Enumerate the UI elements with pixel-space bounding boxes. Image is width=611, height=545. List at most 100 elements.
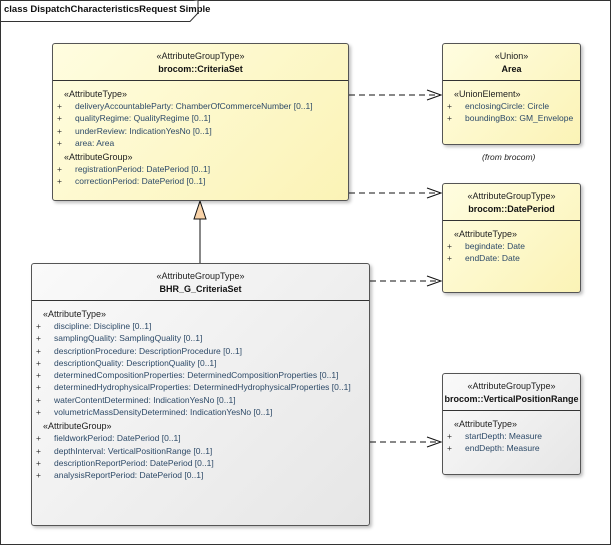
class-header: «AttributeGroupType» BHR_G_CriteriaSet [32, 264, 369, 301]
visibility-public: + [36, 433, 41, 444]
attribute-text: determinedHydrophysicalProperties: Deter… [54, 382, 351, 393]
attribute-text: descriptionReportPeriod: DatePeriod [0..… [54, 457, 214, 468]
visibility-public: + [57, 125, 62, 136]
visibility-public: + [36, 321, 41, 331]
attribute[interactable]: +boundingBox: GM_Envelope [443, 112, 580, 124]
section-stereotype: «AttributeType» [454, 229, 518, 239]
arrowhead-icon [426, 89, 443, 101]
attribute-text: qualityRegime: QualityRegime [0..1] [75, 113, 211, 124]
attribute-text: begindate: Date [465, 241, 526, 251]
attribute[interactable]: + startDepth: Measure [443, 430, 580, 442]
class-date-period[interactable]: «AttributeGroupType»brocom::DatePeriod«A… [442, 183, 581, 293]
visibility-public: + [36, 333, 41, 344]
attribute-text: descriptionProcedure: DescriptionProcedu… [54, 345, 243, 356]
class-stereotype: «AttributeGroupType» [156, 51, 245, 61]
attribute[interactable]: + descriptionProcedure: DescriptionProced… [32, 345, 369, 357]
attribute[interactable]: + samplingQuality: SamplingQuality [0..1] [32, 332, 369, 344]
attribute-text: waterContentDetermined: IndicationYesNo … [54, 394, 236, 405]
attribute-text: correctionPeriod: DatePeriod [0..1] [75, 176, 206, 187]
class-stereotype: «Union» [494, 51, 529, 61]
class-name: Area [501, 64, 522, 74]
attribute[interactable]: + fieldworkPeriod: DatePeriod [0..1] [32, 432, 369, 444]
attribute-text: deliveryAccountableParty: ChamberOfComme… [75, 101, 313, 111]
attribute[interactable]: + endDate: Date [443, 252, 580, 264]
attribute-text: analysisReportPeriod: DatePeriod [0..1] [54, 470, 204, 481]
section-stereotype: «AttributeType» [43, 309, 107, 319]
attribute[interactable]: + begindate: Date [443, 240, 580, 252]
visibility-public: + [447, 443, 452, 454]
class-criteria-set[interactable]: «AttributeGroupType»brocom::CriteriaSet«… [52, 43, 349, 201]
attribute[interactable]: + registrationPeriod: DatePeriod [0..1] [53, 163, 348, 175]
class-stereotype: «AttributeGroupType» [467, 381, 556, 391]
visibility-public: + [447, 253, 452, 264]
generalization-triangle-icon [193, 199, 207, 220]
section-stereotype: «AttributeGroup» [43, 421, 112, 432]
attribute[interactable]: + waterContentDetermined: IndicationYesNo… [32, 394, 369, 406]
visibility-public: + [447, 241, 452, 251]
class-name: BHR_G_CriteriaSet [159, 284, 242, 294]
attribute-text: enclosingCircle: Circle [465, 101, 550, 111]
class-header: «AttributeGroupType»brocom::CriteriaSet [53, 44, 348, 81]
class-name: brocom::DatePeriod [468, 204, 555, 214]
attribute[interactable]: + descriptionReportPeriod: DatePeriod [0.… [32, 457, 369, 469]
attribute[interactable]: + qualityRegime: QualityRegime [0..1] [53, 112, 348, 124]
class-body: «AttributeType»+discipline: Discipline [… [32, 301, 369, 482]
attribute[interactable]: + determinedHydrophysicalProperties: Dete… [32, 381, 369, 393]
attribute[interactable]: + depthInterval: VerticalPositionRange [0… [32, 445, 369, 457]
visibility-public: + [36, 357, 41, 368]
section-stereotype: «UnionElement» [454, 89, 521, 99]
visibility-public: + [57, 101, 62, 111]
class-area[interactable]: «Union»Area«UnionElement»+enclosingCircl… [442, 43, 581, 145]
visibility-public: + [447, 113, 452, 124]
attribute-text: fieldworkPeriod: DatePeriod [0..1] [54, 433, 181, 444]
attribute[interactable]: + discipline: Discipline [0..1] [32, 320, 369, 332]
class-body: «AttributeType»+begindate: Date+endDate:… [443, 221, 580, 265]
attribute-text: underReview: IndicationYesNo [0..1] [75, 125, 212, 136]
attribute-text: depthInterval: VerticalPositionRange [0.… [54, 445, 213, 456]
attribute[interactable]: + descriptionQuality: DescriptionQuality … [32, 357, 369, 369]
attribute[interactable]: + enclosingCircle: Circle [443, 100, 580, 112]
attribute-text: endDepth: Measure [465, 443, 540, 454]
attribute[interactable]: + correctionPeriod: DatePeriod [0..1] [53, 175, 348, 187]
class-body: «AttributeType»+deliveryAccountableParty… [53, 81, 348, 188]
visibility-public: + [57, 164, 62, 175]
attribute-text: samplingQuality: SamplingQuality [0..1] [54, 333, 203, 344]
visibility-public: + [57, 176, 62, 187]
visibility-public: + [36, 457, 41, 468]
class-stereotype: «AttributeGroupType» [467, 191, 556, 201]
arrowhead-icon [426, 187, 443, 199]
attribute-text: determinedCompositionProperties: Determi… [54, 370, 339, 381]
visibility-public: + [36, 345, 41, 356]
visibility-public: + [447, 101, 452, 111]
attribute[interactable]: + endDepth: Measure [443, 442, 580, 454]
attribute[interactable]: + underReview: IndicationYesNo [0..1] [53, 125, 348, 137]
visibility-public: + [36, 445, 41, 456]
attribute[interactable]: +area: Area [53, 137, 348, 149]
attribute-text: descriptionQuality: DescriptionQuality [… [54, 357, 217, 368]
visibility-public: + [36, 382, 41, 393]
arrowhead-icon [426, 275, 443, 287]
class-stereotype: «AttributeGroupType» [156, 271, 245, 281]
attribute-text: startDepth: Measure [465, 431, 543, 441]
attribute-text: area: Area [75, 137, 115, 148]
class-bhr-g-criteria-set[interactable]: «AttributeGroupType»BHR_G_CriteriaSet«At… [31, 263, 370, 526]
attribute-text: registrationPeriod: DatePeriod [0..1] [75, 164, 211, 175]
attribute-text: endDate: Date [465, 253, 520, 264]
attribute[interactable]: + deliveryAccountableParty: ChamberOfComm… [53, 100, 348, 112]
visibility-public: + [36, 370, 41, 381]
class-body: «UnionElement»+enclosingCircle: Circle+b… [443, 81, 580, 125]
frame-title-tab [0, 0, 199, 22]
frame-title: class DispatchCharacteristicsRequest Sim… [4, 4, 211, 15]
attribute-text: discipline: Discipline [0..1] [54, 321, 152, 331]
visibility-public: + [57, 113, 62, 124]
visibility-public: + [36, 394, 41, 405]
visibility-public: + [36, 470, 41, 481]
class-body: «AttributeType»+startDepth: Measure+endD… [443, 411, 580, 455]
class-vertical-position-range[interactable]: «AttributeGroupType»brocom::VerticalPosi… [442, 373, 581, 475]
attribute[interactable]: + analysisReportPeriod: DatePeriod [0..1] [32, 469, 369, 481]
attribute-text: volumetricMassDensityDetermined: Indicat… [54, 407, 273, 418]
attribute[interactable]: + determinedCompositionProperties: Determ… [32, 369, 369, 381]
attribute[interactable]: +volumetricMassDensityDetermined: Indica… [32, 406, 369, 418]
visibility-public: + [447, 431, 452, 441]
